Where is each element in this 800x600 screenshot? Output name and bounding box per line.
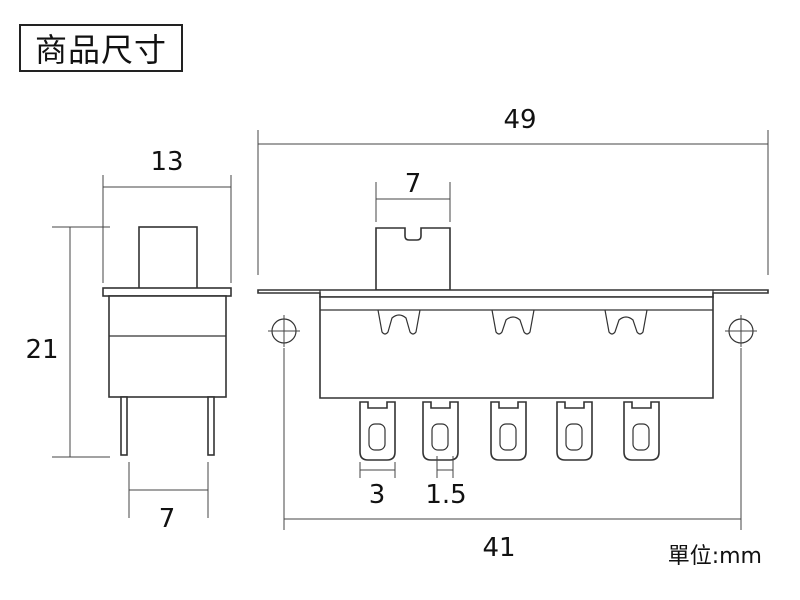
terminal-3 xyxy=(490,401,527,461)
terminal-1 xyxy=(359,401,396,461)
label-overall-length: 49 xyxy=(503,105,536,135)
label-height: 21 xyxy=(25,335,58,365)
clip-3 xyxy=(604,309,648,335)
side-plate xyxy=(102,287,232,297)
label-side-width: 13 xyxy=(150,147,183,177)
title-box: 商品尺寸 xyxy=(19,24,183,72)
mounting-plate xyxy=(257,289,769,298)
dim-terminal-gap: 1.5 xyxy=(425,456,467,510)
clip-1 xyxy=(377,309,421,335)
front-view: 49 7 xyxy=(257,105,769,563)
front-actuator xyxy=(375,227,451,291)
unit-label: 單位:mm xyxy=(668,544,762,569)
side-pin-left xyxy=(120,396,128,456)
terminal-4 xyxy=(556,401,593,461)
dim-actuator-width: 7 xyxy=(375,169,451,222)
page-title: 商品尺寸 xyxy=(34,31,167,69)
side-actuator xyxy=(138,226,198,291)
dim-hole-spacing: 41 xyxy=(283,348,742,563)
dim-overall-length: 49 xyxy=(257,105,769,275)
terminal-5 xyxy=(623,401,660,461)
label-actuator-width: 7 xyxy=(405,169,422,199)
side-pin-right xyxy=(207,396,215,456)
side-body xyxy=(108,295,227,398)
label-hole-spacing: 41 xyxy=(482,533,515,563)
clip-2 xyxy=(491,309,535,335)
label-terminal-gap: 1.5 xyxy=(425,480,466,510)
mounting-hole-left xyxy=(268,315,300,347)
dim-terminal-width: 3 xyxy=(359,462,396,510)
dim-pin-spacing-side: 7 xyxy=(128,462,209,534)
dim-side-width: 13 xyxy=(102,147,232,283)
dim-height: 21 xyxy=(25,226,110,458)
side-view: 13 21 7 xyxy=(25,147,232,534)
terminal-2 xyxy=(422,401,459,461)
label-terminal-width: 3 xyxy=(369,480,386,510)
mounting-hole-right xyxy=(725,315,757,347)
label-pin-spacing-side: 7 xyxy=(159,504,176,534)
